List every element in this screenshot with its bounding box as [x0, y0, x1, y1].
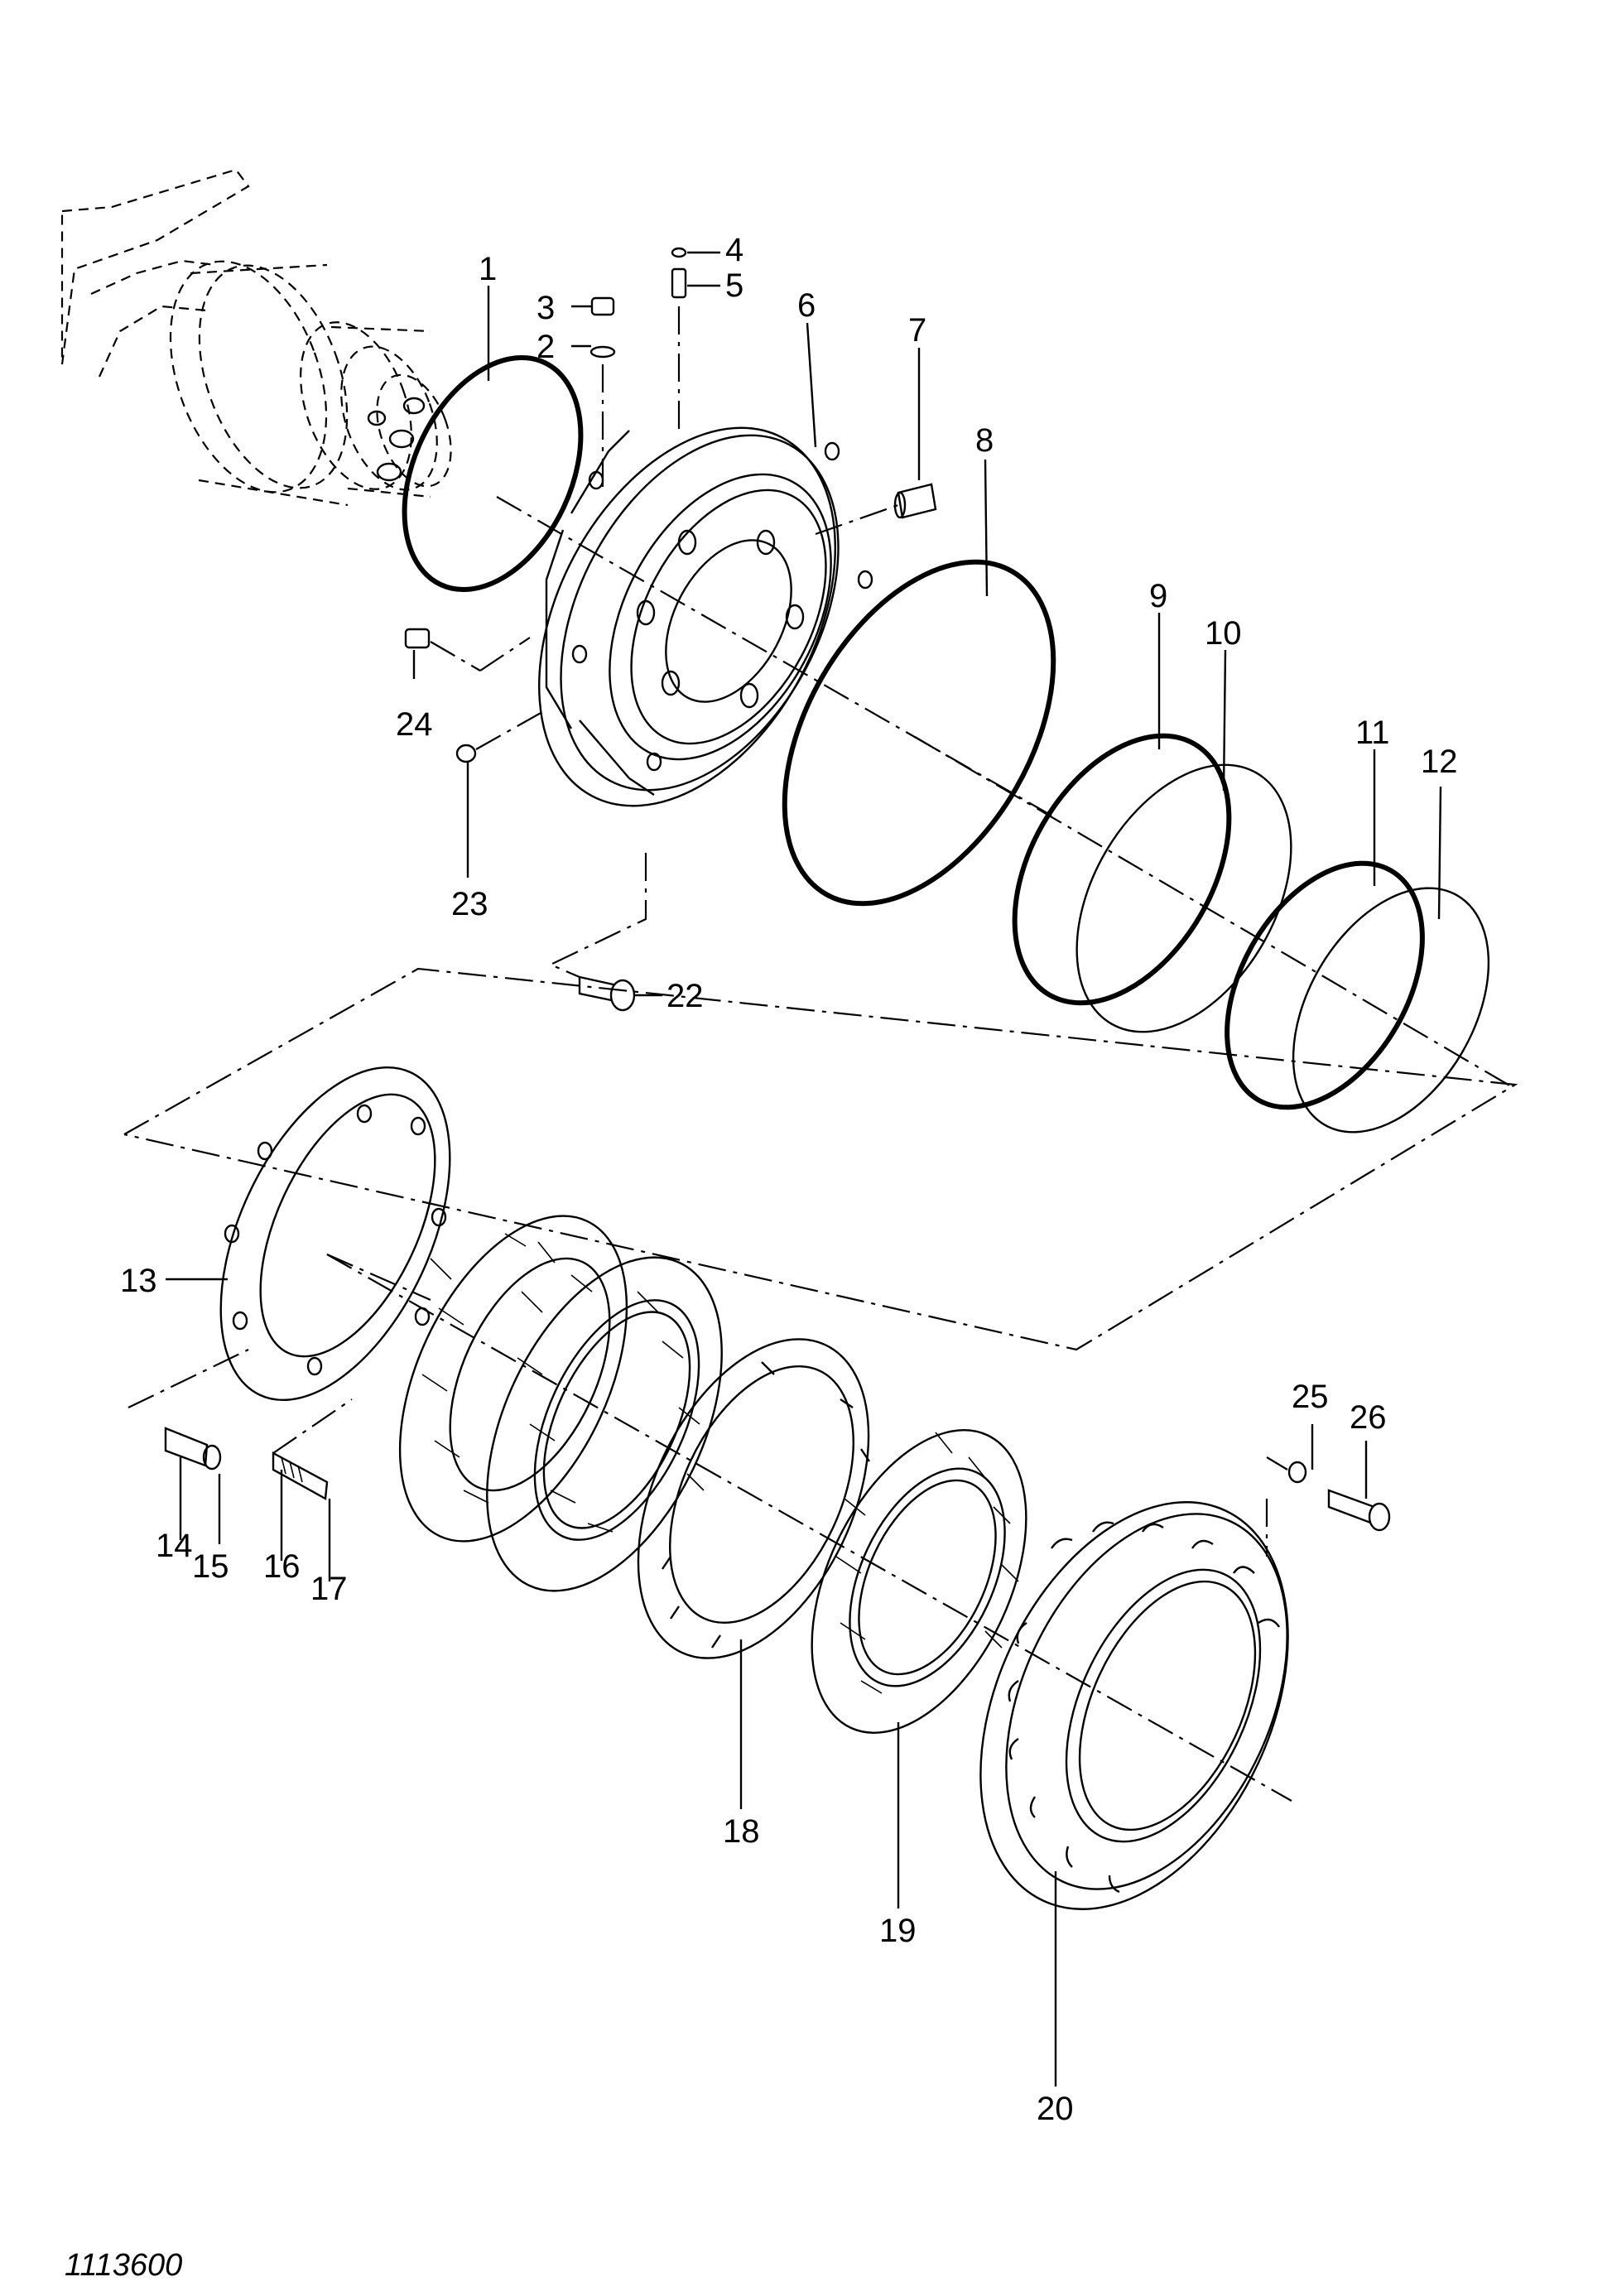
- fitting-parts-4-5: [671, 247, 687, 431]
- leader-lines: [166, 251, 1442, 2087]
- callout-2: 2: [537, 329, 555, 365]
- o-ring-part-11: [1225, 860, 1425, 1110]
- o-ring-part-1: [402, 354, 584, 593]
- friction-disc-pack: [398, 1215, 723, 1592]
- callout-8: 8: [975, 422, 994, 459]
- piston-housing-part-6: [496, 426, 1052, 816]
- pin-part-7: [815, 483, 937, 536]
- callout-26: 26: [1350, 1399, 1387, 1436]
- o-ring-part-8: [782, 559, 1056, 907]
- callout-23: 23: [451, 886, 488, 922]
- callout-15: 15: [192, 1548, 229, 1585]
- callout-25: 25: [1292, 1379, 1329, 1415]
- callout-18: 18: [723, 1813, 760, 1850]
- centerline-upper: [914, 736, 1516, 1090]
- callout-10: 10: [1205, 615, 1242, 652]
- separator-plate-part-18: [637, 1338, 870, 1659]
- callout-5: 5: [725, 267, 743, 304]
- centerline-lower: [326, 1254, 1292, 1802]
- callout-9: 9: [1149, 578, 1167, 614]
- fastener-parts-14-15: [128, 1349, 249, 1470]
- callout-3: 3: [537, 290, 555, 326]
- pressure-plate-part-20: [979, 1499, 1289, 1910]
- callout-19: 19: [879, 1913, 917, 1949]
- callout-16: 16: [263, 1548, 301, 1585]
- o-ring-part-9: [1012, 733, 1232, 1006]
- end-plate-part-13: [219, 1066, 451, 1402]
- phantom-housing: [60, 168, 452, 507]
- bolt-part-26: [1327, 1489, 1391, 1532]
- callout-17: 17: [310, 1571, 348, 1607]
- plug-part-24: [404, 628, 531, 671]
- document-number: 1113600: [65, 2248, 182, 2283]
- fitting-parts-2-3: [589, 296, 616, 489]
- callout-6: 6: [797, 287, 816, 324]
- callout-4: 4: [725, 232, 743, 268]
- callout-20: 20: [1037, 2091, 1074, 2127]
- callout-12: 12: [1421, 744, 1458, 780]
- callout-1: 1: [479, 251, 497, 287]
- callout-24: 24: [396, 706, 433, 743]
- bolt-part-22: [548, 853, 647, 1012]
- callout-11: 11: [1355, 715, 1390, 751]
- callout-14: 14: [156, 1528, 193, 1564]
- callout-7: 7: [908, 312, 926, 349]
- callout-22: 22: [666, 978, 704, 1014]
- friction-disc-part-19: [811, 1429, 1027, 1734]
- assembly-boundary-line: [123, 967, 1518, 1351]
- backup-ring-part-12: [1292, 887, 1490, 1134]
- callout-13: 13: [120, 1263, 157, 1299]
- washer-part-25: [1266, 1456, 1307, 1484]
- callout-labels: 1 2 3 4 5 6 7 8 9 10 11 12 13 14 15 16 1…: [120, 232, 1458, 2127]
- fastener-parts-16-17: [272, 1398, 353, 1500]
- plug-part-23: [455, 711, 543, 763]
- backup-ring-part-10: [1075, 763, 1292, 1033]
